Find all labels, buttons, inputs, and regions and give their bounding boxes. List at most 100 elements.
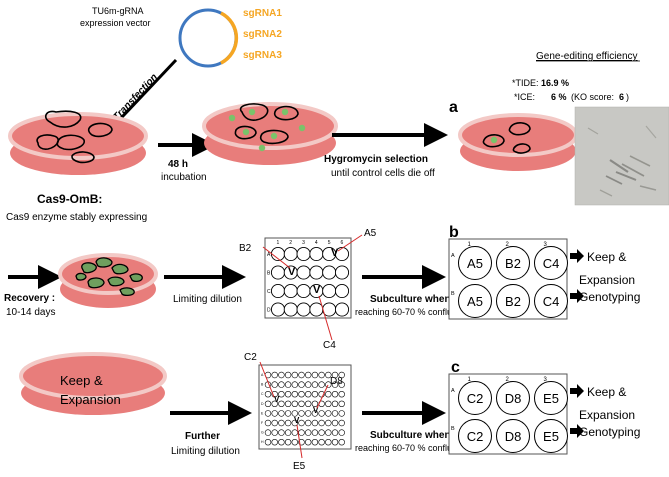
plate96-well <box>278 419 285 427</box>
plate96-well <box>325 391 332 398</box>
plate96-well <box>278 400 285 407</box>
expansion-label-b: Expansion <box>579 273 635 287</box>
plate24-mark-c4: V <box>313 284 321 296</box>
plate24-mark-a5: V <box>331 247 339 259</box>
subculture-title-b: Subculture when <box>370 294 451 305</box>
keep-label-b: Keep & <box>587 250 626 264</box>
plate24-well <box>283 283 298 299</box>
plate96-well <box>278 410 285 417</box>
plate-c-col-number: 3 <box>544 377 548 383</box>
further-sub: Limiting dilution <box>171 446 240 457</box>
plate96-well <box>284 429 292 436</box>
plate96-row-letter: E <box>261 411 264 415</box>
plate24-col-number: 4 <box>315 240 318 246</box>
plate96-well <box>311 400 319 407</box>
plate-b-col-number: 3 <box>544 242 548 248</box>
plate96-well <box>284 371 292 379</box>
plate96-well <box>291 381 298 388</box>
dilution-label: Limiting dilution <box>173 294 242 305</box>
callout-line-a5 <box>337 234 363 252</box>
plate24-well <box>283 246 298 262</box>
plate96-well <box>331 400 339 407</box>
plate-b-well-label: B2 <box>505 294 521 309</box>
plate24-col-number: 1 <box>277 240 280 246</box>
cas9-title: Cas9-OmB: <box>37 192 102 206</box>
plate-c-well <box>534 419 568 453</box>
expansion-label-c: Expansion <box>579 408 635 422</box>
plate96-well <box>271 381 278 388</box>
plate96-well <box>318 439 325 446</box>
plate96-well <box>338 391 345 398</box>
plate96-well <box>318 381 325 388</box>
cas9-desc: Cas9 enzyme stably expressing <box>6 212 147 223</box>
vector-label-2: expression vector <box>80 18 151 28</box>
plate24-row-letter: D <box>267 308 271 314</box>
plate-c-well <box>534 381 568 415</box>
plate96-well <box>284 419 292 427</box>
keep-label-c: Keep & <box>587 385 626 399</box>
plate-b-well-label: C4 <box>543 294 560 309</box>
plate96-well <box>338 439 345 446</box>
plate96-well <box>305 371 312 379</box>
outcome-arrow-genotyping-c <box>570 424 584 438</box>
plate96-well <box>325 410 332 417</box>
plate96-well <box>278 371 285 379</box>
plate96-well <box>264 419 272 427</box>
callout-line-e5 <box>296 424 303 459</box>
genotyping-label-c: Genotyping <box>579 425 640 439</box>
plate24-well <box>334 265 350 280</box>
plate24-col-number: 6 <box>341 240 344 246</box>
transfection-label: Transfection <box>111 72 160 123</box>
callout-c2: C2 <box>244 352 257 363</box>
plate96-well <box>305 419 312 427</box>
dish-cas9 <box>8 110 148 175</box>
plate-c-row-letter: B <box>451 426 455 432</box>
dish-recovery <box>58 253 158 308</box>
plate96-mark-d8: V <box>313 406 319 415</box>
plate24-well <box>309 246 324 262</box>
plate24-well <box>309 302 324 317</box>
selection-sub: until control cells die off <box>331 168 435 179</box>
plate96-well <box>325 381 332 388</box>
plate96-well <box>264 400 272 407</box>
panel-letter-b: b <box>449 224 459 241</box>
plate96-mark-c2: V <box>274 395 280 404</box>
plate96-well <box>271 371 278 379</box>
plate96-well <box>264 410 272 417</box>
plate96-row-letter: F <box>261 421 263 425</box>
plate24-well <box>334 283 350 299</box>
plate-b-well-label: C4 <box>543 256 560 271</box>
plate96-row-letter: D <box>261 402 264 406</box>
plate96-well <box>271 419 278 427</box>
sgrna-3-label: sgRNA3 <box>243 50 282 61</box>
plate-c-well <box>458 419 492 453</box>
plate96-well <box>338 400 345 407</box>
plate24-well <box>270 302 286 317</box>
incubation-time: 48 h <box>168 159 188 170</box>
panel-letter-a: a <box>449 99 458 116</box>
plate24-col-number: 5 <box>328 240 331 246</box>
plate96-well <box>331 391 339 398</box>
tide-value: 16.9 % <box>541 78 569 88</box>
plate24-well <box>296 302 311 317</box>
plate96-well <box>298 429 305 436</box>
plate-c-well-label: D8 <box>505 391 522 406</box>
plate96-well <box>338 381 345 388</box>
outcome-arrow-keep-b <box>570 249 584 263</box>
plate96-well <box>318 410 325 417</box>
plate96-well <box>325 419 332 427</box>
subculture-sub-b: reaching 60-70 % confluent <box>355 307 465 317</box>
dish-selected <box>458 113 578 171</box>
plate96-well <box>305 400 312 407</box>
plate96-well <box>311 381 319 388</box>
expansion-dish-line1: Keep & <box>60 373 103 388</box>
plate96-well <box>298 419 305 427</box>
plate-b-well-label: A5 <box>467 294 483 309</box>
plate24-well <box>283 302 298 317</box>
expansion-dish-line2: Expansion <box>60 392 121 407</box>
plate96-well <box>298 391 305 398</box>
plate24-col-number: 2 <box>289 240 292 246</box>
plate96-well <box>271 410 278 417</box>
plate96-well <box>291 439 298 446</box>
